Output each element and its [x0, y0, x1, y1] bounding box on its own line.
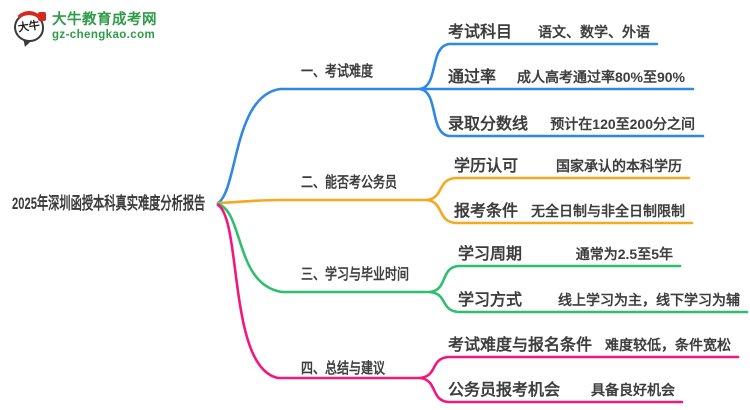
- branch-exam-difficulty[interactable]: 一、考试难度: [301, 63, 391, 81]
- row-value: 具备良好机会: [591, 382, 675, 398]
- row-degree-recognition[interactable]: 学历认可 国家承认的本科学历: [454, 154, 682, 176]
- central-topic-label: 2025年深圳函授本科真实难度分析报告: [12, 194, 206, 213]
- branch-label-text: 一、考试难度: [301, 63, 374, 80]
- row-label: 公务员报考机会: [448, 382, 561, 399]
- row-admission-score[interactable]: 录取分数线 预计在120至200分之间: [448, 112, 695, 134]
- row-label: 学历认可: [454, 158, 519, 175]
- central-topic[interactable]: 2025年深圳函授本科真实难度分析报告: [12, 194, 305, 214]
- row-value: 预计在120至200分之间: [550, 116, 695, 132]
- row-value: 难度较低，条件宽松: [605, 337, 731, 353]
- row-label: 考试难度与报名条件: [448, 337, 593, 354]
- row-value: 语文、数学、外语: [538, 24, 650, 40]
- row-label: 考试科目: [448, 24, 513, 41]
- row-label: 学习方式: [458, 292, 523, 309]
- row-pass-rate[interactable]: 通过率 成人高考通过率80%至90%: [448, 65, 685, 87]
- logo-red-seal: [38, 12, 46, 21]
- row-label: 报考条件: [454, 203, 519, 220]
- row-apply-conditions[interactable]: 报考条件 无全日制与非全日制限制: [454, 199, 685, 221]
- row-study-period[interactable]: 学习周期 通常为2.5至5年: [458, 242, 673, 264]
- row-value: 国家承认的本科学历: [556, 158, 682, 174]
- logo-title: 大牛教育成考网: [52, 12, 157, 29]
- branch-label-text: 三、学习与毕业时间: [301, 266, 410, 283]
- row-label: 通过率: [448, 69, 497, 86]
- branch-label-text: 二、能否考公务员: [301, 174, 398, 191]
- branch-summary[interactable]: 四、总结与建议: [301, 360, 406, 378]
- row-value: 成人高考通过率80%至90%: [516, 69, 685, 85]
- row-civil-servant-chance[interactable]: 公务员报考机会 具备良好机会: [448, 378, 675, 400]
- row-label: 录取分数线: [448, 116, 529, 133]
- row-value: 线上学习为主，线下学习为辅: [558, 292, 740, 308]
- row-value: 通常为2.5至5年: [575, 246, 673, 262]
- row-value: 无全日制与非全日制限制: [531, 203, 685, 219]
- logo-red-arc: [14, 11, 44, 25]
- row-exam-subjects[interactable]: 考试科目 语文、数学、外语: [448, 20, 650, 42]
- branch4-row1-line: [418, 355, 740, 380]
- row-difficulty-conditions[interactable]: 考试难度与报名条件 难度较低，条件宽松: [448, 333, 731, 355]
- logo-subtitle: gz-chengkao.com: [52, 29, 156, 42]
- row-study-mode[interactable]: 学习方式 线上学习为主，线下学习为辅: [458, 288, 740, 310]
- row-label: 学习周期: [458, 246, 523, 263]
- branch-label-text: 四、总结与建议: [301, 360, 386, 377]
- daniu-logo-icon: 大牛: [14, 11, 46, 42]
- site-logo[interactable]: 大牛 大牛教育成考网 gz-chengkao.com: [14, 11, 157, 42]
- logo-icon-text: 大牛: [17, 19, 41, 35]
- branch-civil-servant[interactable]: 二、能否考公务员: [301, 174, 421, 192]
- branch-study-graduation[interactable]: 三、学习与毕业时间: [301, 266, 436, 284]
- branch4-main-line: [216, 203, 422, 380]
